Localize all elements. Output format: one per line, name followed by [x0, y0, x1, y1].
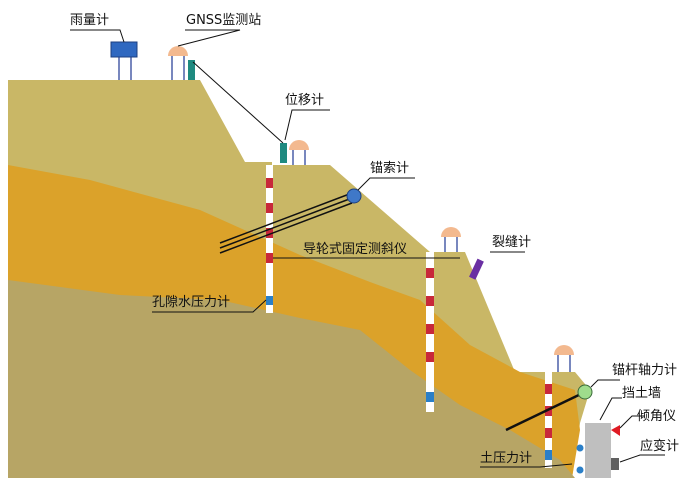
anchor-rod-line: [505, 391, 584, 432]
leader-lines: [70, 29, 665, 468]
anchor-cable-meter-icon: [346, 188, 362, 204]
gnss-dome-icon: [289, 140, 309, 150]
retaining-wall-label: 挡土墙: [622, 386, 661, 401]
inclinometer-label: 导轮式固定测斜仪: [303, 242, 407, 257]
displacement-meter-label: 位移计: [285, 93, 324, 108]
displacement-meter-icon: [280, 143, 287, 163]
gnss-dome-icon: [441, 227, 461, 237]
inclinometer-borehole-2: [426, 252, 434, 412]
earth-pressure-sensor-icon: [576, 444, 584, 452]
gnss-dome-icon: [168, 46, 188, 56]
anchor-cable-line: [219, 197, 353, 249]
inclinometer-borehole-1: [266, 165, 273, 313]
anchor-cable-meter-label: 锚索计: [370, 161, 409, 176]
bedrock-layer: [8, 280, 575, 478]
inclinometer-borehole-3: [545, 372, 552, 468]
rain-gauge-label: 雨量计: [70, 13, 109, 28]
earth-pressure-sensor-icon: [576, 466, 584, 474]
gnss-dome-icon: [554, 345, 574, 355]
strain-gauge-icon: [611, 458, 619, 470]
anchor-cable-line: [219, 192, 353, 244]
pore-pressure-label: 孔隙水压力计: [152, 295, 230, 310]
pore-pressure-sensor-icon: [266, 296, 273, 305]
rain-gauge-icon: [110, 41, 138, 58]
retaining-wall: [585, 423, 611, 478]
tilt-meter-label: 倾角仪: [637, 409, 676, 424]
anchor-rod-meter-icon: [577, 384, 593, 400]
earth-pressure-label: 土压力计: [480, 451, 532, 466]
gnss-station-label: GNSS监测站: [186, 13, 261, 28]
tilt-sensor-icon: [611, 425, 620, 436]
crack-meter-icon: [469, 258, 484, 280]
crack-meter-label: 裂缝计: [492, 235, 531, 250]
anchor-axial-force-label: 锚杆轴力计: [612, 363, 677, 378]
anchor-cable-line: [219, 202, 353, 254]
gnss-sensor-box: [188, 60, 195, 80]
strain-gauge-label: 应变计: [640, 438, 679, 454]
